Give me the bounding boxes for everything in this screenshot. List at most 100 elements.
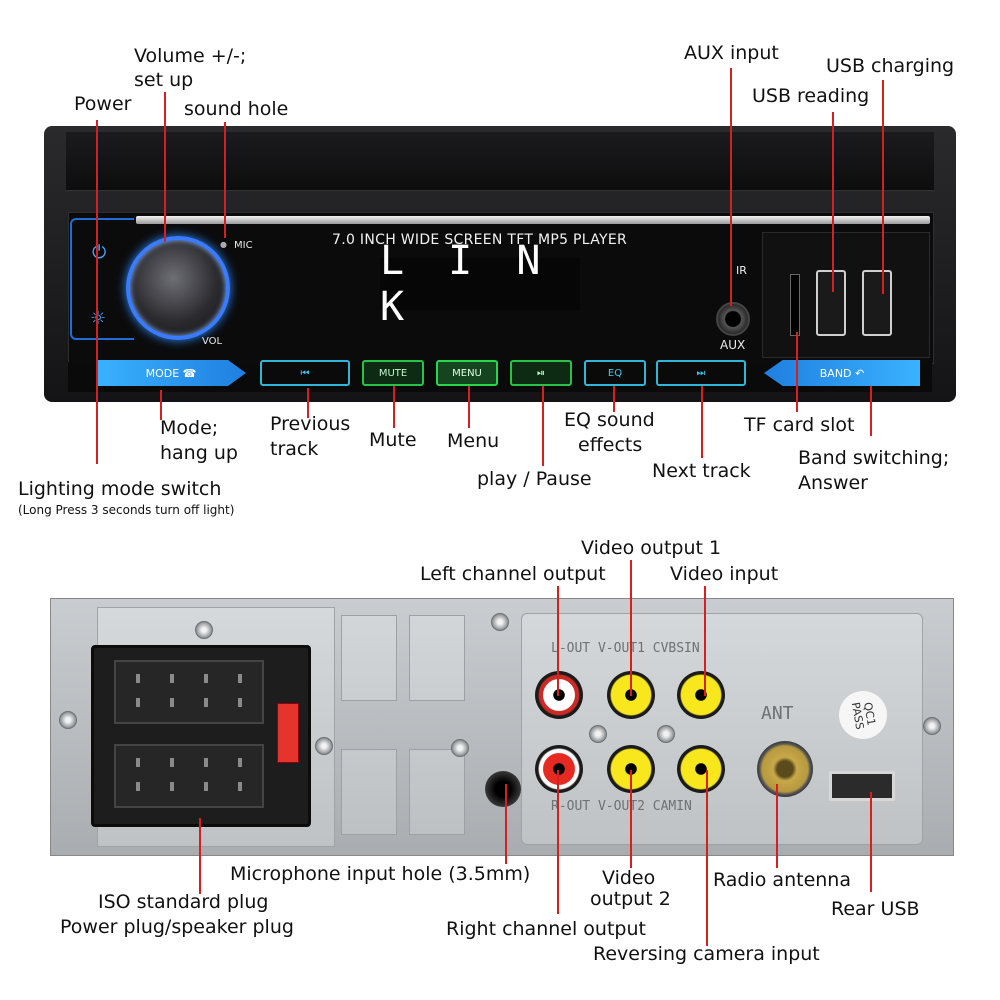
usb-charging-port[interactable] xyxy=(862,270,892,336)
label-lighting-note: (Long Press 3 seconds turn off light) xyxy=(18,503,235,517)
callout-line-mode xyxy=(160,390,162,420)
iso-pin xyxy=(136,698,140,707)
detachable-top-strip xyxy=(66,132,934,191)
video-input-jack[interactable] xyxy=(677,671,725,719)
label-mode-1: Mode; xyxy=(160,417,219,439)
label-menu: Menu xyxy=(447,430,500,452)
screw xyxy=(59,711,77,729)
fuse xyxy=(277,703,299,763)
callout-line-power xyxy=(96,120,98,464)
label-play-pause: play / Pause xyxy=(477,468,592,490)
lighting-icon[interactable]: ☼ xyxy=(90,308,107,329)
rear-top-text: L-OUT V-OUT1 CVBSIN xyxy=(551,641,700,656)
callout-line-iso xyxy=(199,818,201,894)
play-pause-button[interactable]: ⏯ xyxy=(510,360,572,386)
label-right-channel-output: Right channel output xyxy=(446,918,646,940)
iso-pin xyxy=(204,782,208,791)
ir-label: IR xyxy=(736,264,747,277)
radio-antenna-socket[interactable] xyxy=(757,741,813,797)
iso-pin xyxy=(238,782,242,791)
callout-line-next xyxy=(701,386,703,458)
label-eq-2: effects xyxy=(578,434,643,456)
iso-block-upper xyxy=(114,660,264,724)
previous-track-button[interactable]: ⏮ xyxy=(260,360,350,386)
band-button[interactable]: BAND ↶ xyxy=(764,360,920,386)
label-video-output-1: Video output 1 xyxy=(581,537,722,559)
left-channel-output-jack[interactable] xyxy=(535,671,583,719)
callout-line-band xyxy=(870,386,872,436)
iso-pin xyxy=(136,674,140,683)
usb-reading-port[interactable] xyxy=(816,270,846,336)
iso-pin xyxy=(170,782,174,791)
rear-bottom-text: R-OUT V-OUT2 CAMIN xyxy=(551,799,692,814)
mute-button[interactable]: MUTE xyxy=(362,360,424,386)
callout-line-aux xyxy=(730,68,732,306)
iso-pin xyxy=(204,674,208,683)
callout-line-rev-cam xyxy=(706,770,708,946)
iso-pin xyxy=(170,698,174,707)
iso-pin xyxy=(238,674,242,683)
callout-line-volume xyxy=(164,92,166,242)
right-channel-output-jack[interactable] xyxy=(535,745,583,793)
callout-line-mute xyxy=(393,386,395,428)
label-aux-input: AUX input xyxy=(684,42,779,64)
rear-fin xyxy=(341,749,397,835)
mic-hole-dot: ● xyxy=(220,240,227,249)
callout-line-antenna xyxy=(776,784,778,868)
screen-title: 7.0 INCH WIDE SCREEN TFT MP5 PLAYER xyxy=(332,232,628,248)
vol-label: VOL xyxy=(202,336,223,347)
next-track-button[interactable]: ⏭ xyxy=(656,360,746,386)
screw xyxy=(923,717,941,735)
rear-fin xyxy=(341,615,397,701)
usb-panel xyxy=(762,232,930,358)
iso-pin xyxy=(204,698,208,707)
label-eq-1: EQ sound xyxy=(564,409,655,431)
power-icon[interactable]: ⏻ xyxy=(92,242,107,263)
iso-block-lower xyxy=(114,744,264,808)
tf-card-slot[interactable] xyxy=(790,274,800,336)
label-video-output-2b: output 2 xyxy=(590,888,671,910)
label-video-input: Video input xyxy=(670,563,779,585)
iso-pin xyxy=(170,758,174,767)
callout-line-video-out2 xyxy=(630,770,632,868)
label-mute: Mute xyxy=(369,429,417,451)
label-next-track: Next track xyxy=(652,460,751,482)
label-sound-hole: sound hole xyxy=(184,98,289,120)
callout-line-menu xyxy=(468,386,470,428)
callout-line-left-out xyxy=(557,586,559,696)
callout-line-tf xyxy=(796,332,798,412)
rear-usb-port[interactable] xyxy=(829,771,895,801)
screw xyxy=(657,725,675,743)
aux-jack[interactable] xyxy=(716,302,750,336)
label-iso-1: ISO standard plug xyxy=(98,891,269,913)
label-volume: Volume +/-; xyxy=(134,45,247,67)
ant-text: ANT xyxy=(761,703,794,724)
side-button-panel xyxy=(70,218,134,340)
volume-knob[interactable] xyxy=(126,236,230,340)
label-usb-reading: USB reading xyxy=(752,85,870,107)
lcd-display: L I N K xyxy=(380,238,580,330)
silver-trim xyxy=(136,216,930,224)
label-microphone-hole: Microphone input hole (3.5mm) xyxy=(230,863,531,885)
callout-line-sound-hole xyxy=(224,122,226,238)
microphone-input-hole[interactable] xyxy=(485,771,521,807)
front-panel: ⏻ ☼ ● MIC VOL 7.0 INCH WIDE SCREEN TFT M… xyxy=(44,126,956,402)
callout-line-video-out1 xyxy=(630,560,632,696)
mode-button[interactable]: MODE ☎ xyxy=(96,360,246,386)
callout-line-eq xyxy=(613,386,615,412)
reversing-camera-input-jack[interactable] xyxy=(677,745,725,793)
menu-button[interactable]: MENU xyxy=(436,360,498,386)
label-prev-2: track xyxy=(270,438,319,460)
iso-pin xyxy=(170,674,174,683)
label-left-channel-output: Left channel output xyxy=(420,563,606,585)
callout-line-usb-charging xyxy=(882,80,884,294)
eq-button[interactable]: EQ xyxy=(584,360,646,386)
label-setup: set up xyxy=(134,69,194,91)
label-reversing-camera: Reversing camera input xyxy=(593,943,820,965)
screw xyxy=(589,725,607,743)
callout-line-video-in xyxy=(704,586,706,696)
iso-plug[interactable] xyxy=(91,645,311,827)
label-rear-usb: Rear USB xyxy=(831,898,920,920)
label-iso-2: Power plug/speaker plug xyxy=(60,916,294,938)
iso-pin xyxy=(136,782,140,791)
